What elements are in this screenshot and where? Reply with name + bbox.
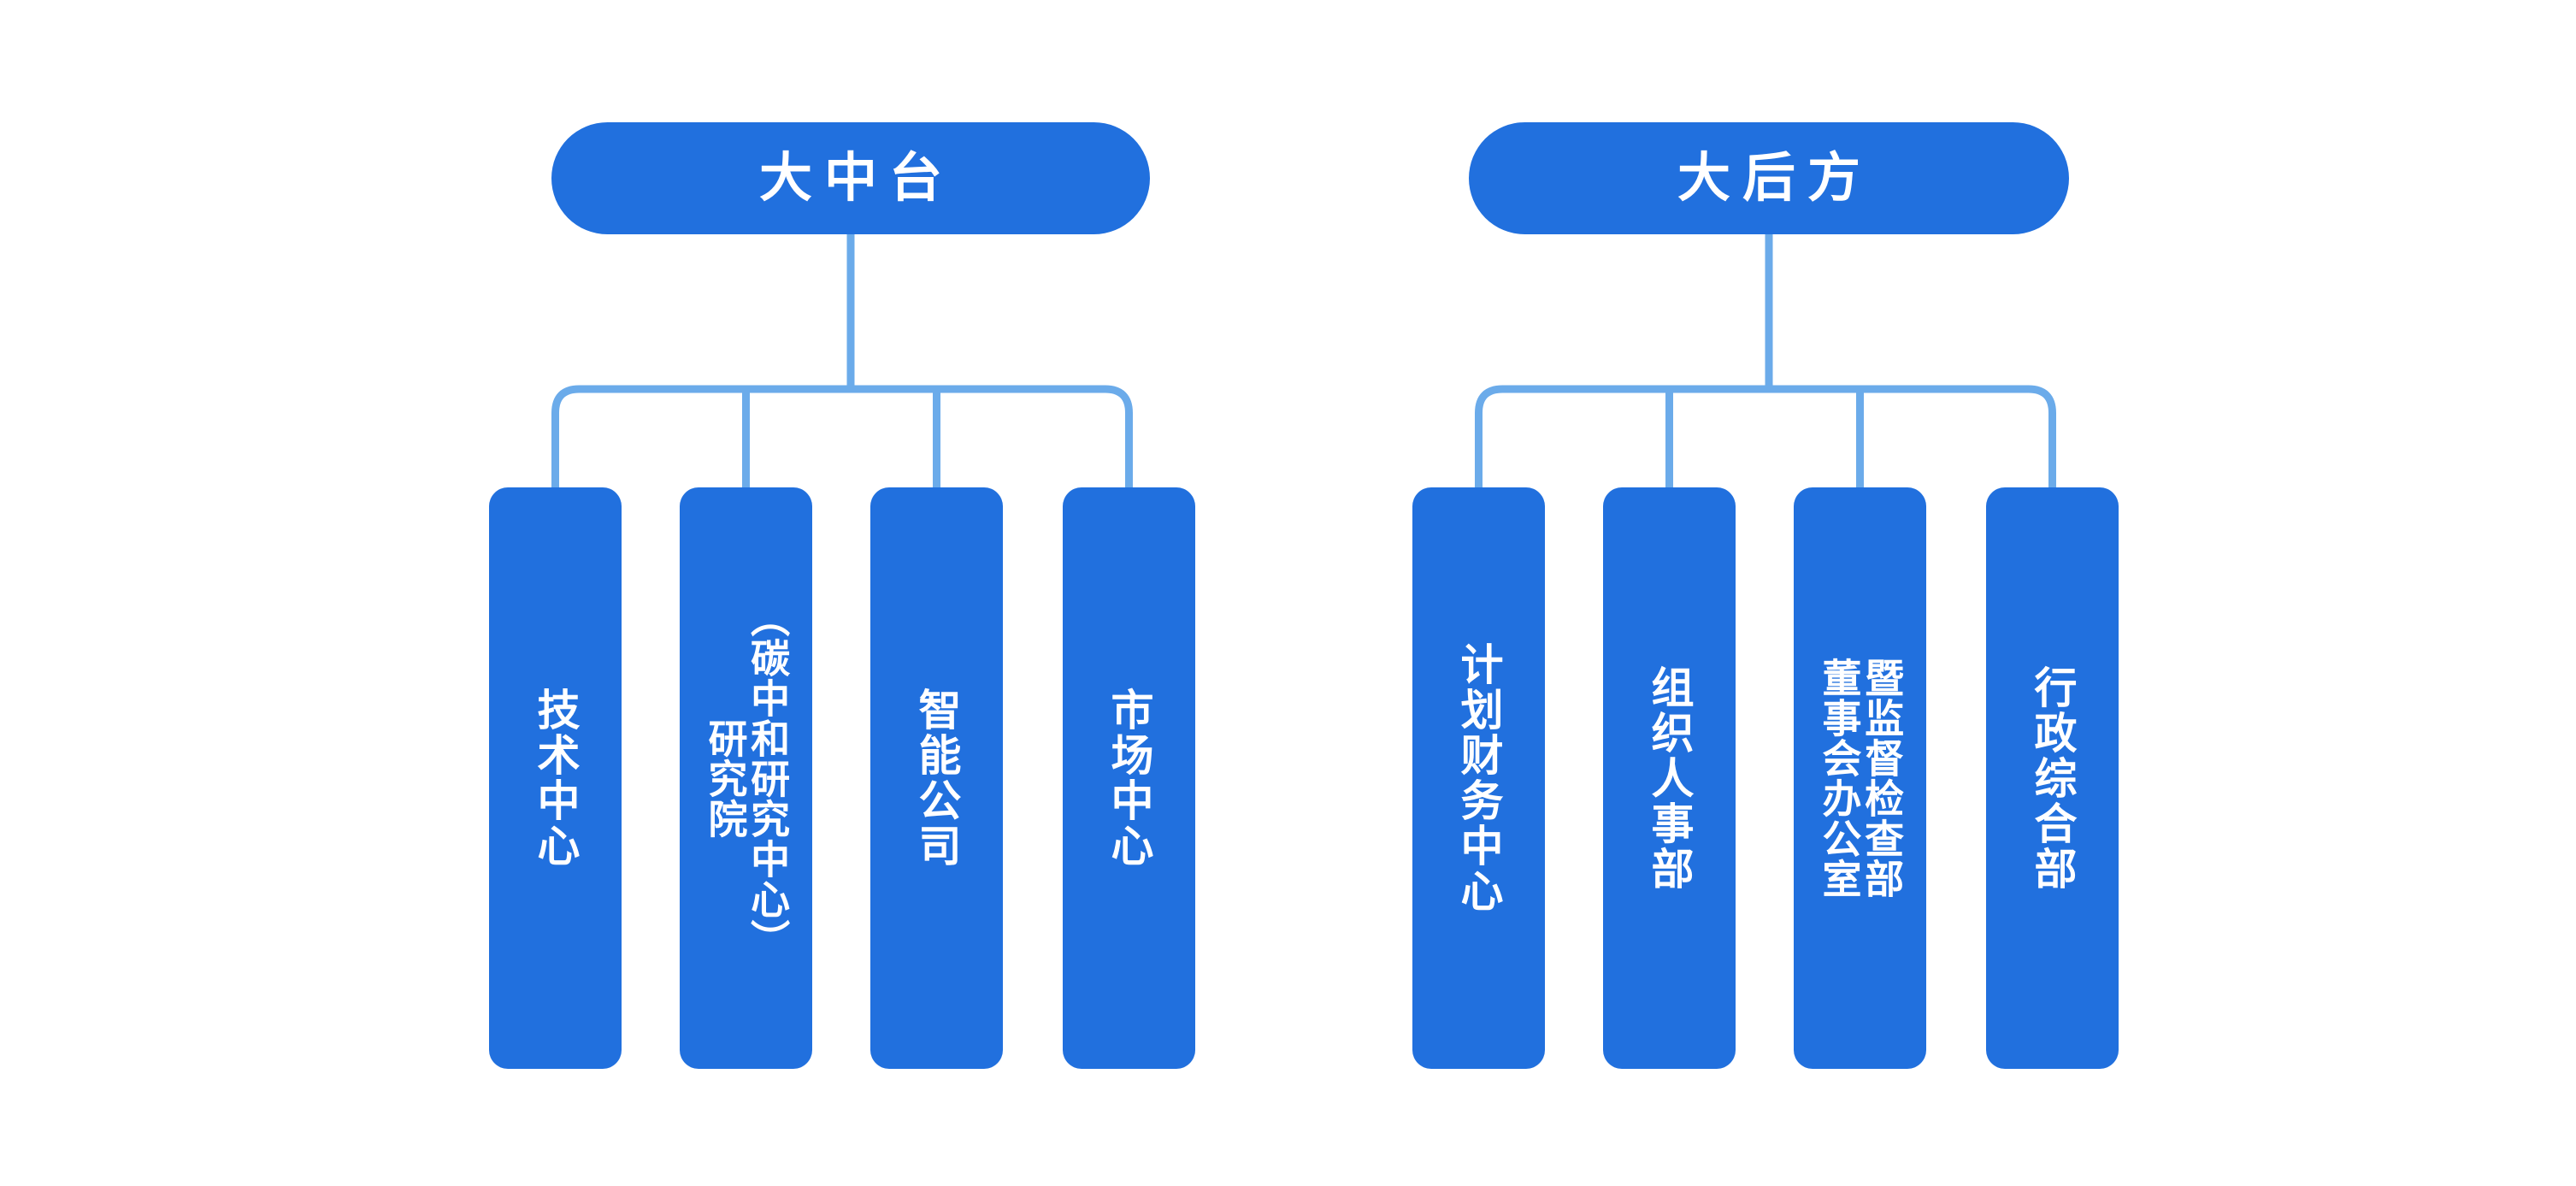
department-label-column: 市场中心 [1105, 687, 1153, 869]
department-node[interactable]: 行政综合部 [1986, 487, 2119, 1069]
department-node[interactable]: 智能公司 [870, 487, 1003, 1069]
department-node[interactable]: 组织人事部 [1603, 487, 1736, 1069]
department-label-column: 董事会办公室 [1817, 658, 1862, 899]
department-label-column: 技术中心 [531, 687, 580, 869]
department-label-column: 暨监督检查部 [1860, 658, 1905, 899]
department-label-column: 智能公司 [912, 687, 961, 869]
department-label-column: （碳中和研究中心） [746, 597, 791, 959]
department-node[interactable]: 暨监督检查部董事会办公室 [1794, 487, 1926, 1069]
group-header-label: 大后方 [1677, 148, 1872, 208]
group-header-mid-platform[interactable]: 大中台 [551, 122, 1150, 234]
department-node[interactable]: 计划财务中心 [1412, 487, 1545, 1069]
department-node[interactable]: （碳中和研究中心）研究院 [680, 487, 812, 1069]
department-label-column: 计划财务中心 [1454, 642, 1503, 914]
connector-bus-group-rear-support [1475, 385, 2056, 487]
department-label-column: 行政综合部 [2028, 664, 2077, 892]
group-header-label: 大中台 [758, 148, 954, 208]
department-label-column: 组织人事部 [1645, 664, 1694, 892]
connector-bus-group-mid-platform [551, 385, 1133, 487]
department-label-column: 研究院 [703, 717, 748, 839]
group-header-rear-support[interactable]: 大后方 [1469, 122, 2069, 234]
department-node[interactable]: 技术中心 [489, 487, 622, 1069]
department-node[interactable]: 市场中心 [1063, 487, 1195, 1069]
